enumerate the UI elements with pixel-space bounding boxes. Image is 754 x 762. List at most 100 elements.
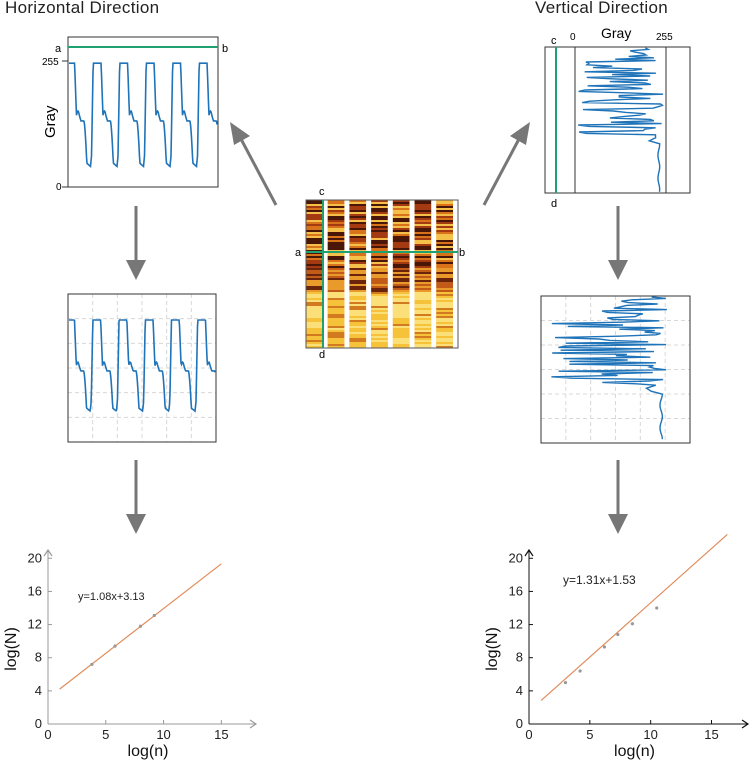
image-row-segment: [392, 204, 410, 206]
image-row-segment: [349, 244, 367, 246]
image-row-segment: [306, 304, 323, 306]
image-row-segment: [327, 314, 345, 316]
image-row-segment: [371, 340, 388, 342]
image-row-segment: [436, 270, 453, 272]
image-row-segment: [371, 296, 388, 298]
image-row-segment: [327, 282, 345, 284]
image-row-segment: [327, 306, 345, 308]
image-row-segment: [371, 254, 388, 256]
image-row-segment: [327, 284, 345, 286]
y-tick-label: 8: [516, 650, 523, 665]
image-row-segment: [327, 338, 345, 340]
image-row-segment: [306, 312, 323, 314]
arrow-center-to-vertical-head: [510, 122, 530, 145]
image-row-segment: [436, 240, 453, 242]
image-row-segment: [306, 248, 323, 250]
image-row-segment: [349, 330, 367, 332]
image-row-segment: [436, 318, 453, 320]
image-row-segment: [327, 212, 345, 214]
image-row-segment: [371, 302, 388, 304]
image-row-segment: [414, 266, 432, 268]
image-row-segment: [392, 220, 410, 222]
image-row-segment: [349, 338, 367, 340]
image-row-segment: [327, 288, 345, 290]
image-row-segment: [349, 268, 367, 270]
image-row-segment: [392, 310, 410, 312]
arrow-vertical-down-2: [608, 460, 628, 534]
image-row-segment: [306, 206, 323, 208]
image-row-segment: [414, 244, 432, 246]
image-row-segment: [392, 298, 410, 300]
image-row-segment: [327, 298, 345, 300]
image-row-segment: [371, 256, 388, 258]
image-row-segment: [371, 328, 388, 330]
image-row-segment: [436, 222, 453, 224]
image-row-segment: [414, 346, 432, 348]
y-tick-label: 12: [509, 617, 523, 632]
y-axis-arrow: [524, 548, 534, 557]
image-row-segment: [306, 320, 323, 322]
vertical-marker-c: c: [551, 35, 557, 47]
image-row-segment: [414, 268, 432, 270]
image-row-segment: [392, 288, 410, 290]
image-row-segment: [371, 320, 388, 322]
image-row-segment: [414, 260, 432, 262]
image-row-segment: [371, 304, 388, 306]
image-row-segment: [392, 254, 410, 256]
image-row-segment: [392, 238, 410, 240]
image-row-segment: [414, 228, 432, 230]
image-row-segment: [306, 232, 323, 234]
arrow-center-to-horizontal-shaft: [239, 138, 278, 206]
image-row-segment: [349, 304, 367, 306]
image-row-segment: [306, 256, 323, 258]
image-row-segment: [436, 326, 453, 328]
image-row-segment: [371, 336, 388, 338]
image-row-segment: [327, 216, 345, 218]
image-column-gap: [366, 200, 372, 348]
image-row-segment: [371, 272, 388, 274]
image-row-segment: [436, 284, 453, 286]
image-row-segment: [327, 232, 345, 234]
image-row-segment: [436, 320, 453, 322]
image-row-segment: [392, 306, 410, 308]
image-row-segment: [436, 260, 453, 262]
image-row-segment: [392, 208, 410, 210]
image-row-segment: [306, 270, 323, 272]
image-row-segment: [392, 282, 410, 284]
image-row-segment: [436, 220, 453, 222]
image-row-segment: [392, 292, 410, 294]
image-row-segment: [306, 204, 323, 206]
image-row-segment: [414, 340, 432, 342]
image-row-segment: [306, 200, 323, 202]
image-row-segment: [392, 266, 410, 268]
image-row-segment: [327, 310, 345, 312]
image-row-segment: [371, 232, 388, 234]
image-row-segment: [414, 222, 432, 224]
image-row-segment: [392, 332, 410, 334]
image-row-segment: [392, 206, 410, 208]
image-row-segment: [371, 222, 388, 224]
image-row-segment: [327, 286, 345, 288]
image-row-segment: [436, 202, 453, 204]
image-row-segment: [327, 234, 345, 236]
image-row-segment: [306, 316, 323, 318]
image-row-segment: [414, 204, 432, 206]
image-row-segment: [306, 274, 323, 276]
data-point: [602, 645, 607, 649]
image-row-segment: [306, 324, 323, 326]
image-row-segment: [392, 314, 410, 316]
image-row-segment: [436, 238, 453, 240]
image-row-segment: [371, 206, 388, 208]
image-row-segment: [371, 324, 388, 326]
image-row-segment: [306, 334, 323, 336]
x-tick-label: 0: [44, 727, 51, 742]
image-row-segment: [392, 228, 410, 230]
image-row-segment: [392, 300, 410, 302]
image-row-segment: [414, 208, 432, 210]
data-point: [655, 606, 659, 610]
image-row-segment: [414, 242, 432, 244]
image-row-segment: [436, 254, 453, 256]
image-row-segment: [436, 234, 453, 236]
